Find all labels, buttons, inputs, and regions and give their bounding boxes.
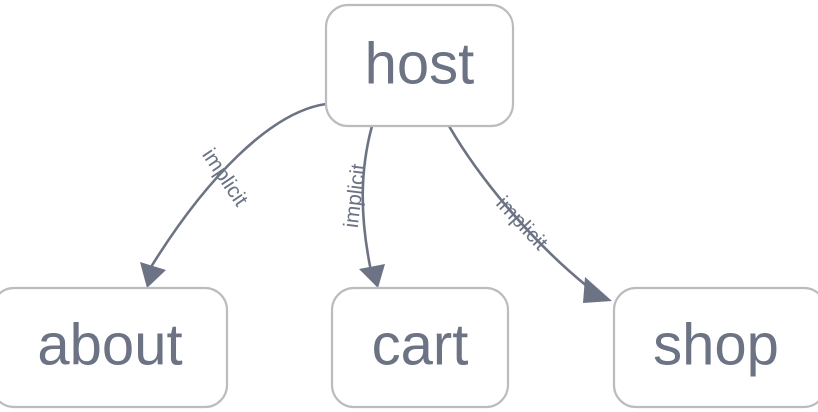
node-shop-box — [612, 286, 818, 409]
node-about[interactable]: about — [0, 286, 229, 409]
node-cart-box — [330, 286, 510, 409]
node-host-label: host — [365, 31, 475, 96]
edge-host-cart-label: implicit — [340, 162, 371, 229]
edge-host-about-path — [149, 102, 328, 269]
edge-host-about[interactable]: implicit — [140, 102, 328, 288]
edge-host-about-arrowhead — [140, 262, 166, 288]
edge-host-cart[interactable]: implicit — [340, 124, 385, 288]
edge-host-shop-arrowhead — [583, 277, 612, 303]
node-about-label: about — [37, 312, 182, 377]
node-shop[interactable]: shop — [612, 286, 818, 409]
edge-host-cart-path — [361, 124, 374, 268]
node-cart-label: cart — [372, 312, 469, 377]
node-about-box — [0, 286, 229, 409]
node-cart[interactable]: cart — [330, 286, 510, 409]
edge-host-about-label: implicit — [197, 144, 252, 210]
edge-host-cart-arrowhead — [359, 264, 385, 288]
node-host-box — [324, 3, 515, 128]
edge-host-shop[interactable]: implicit — [447, 124, 612, 303]
edge-host-shop-label: implicit — [491, 192, 552, 255]
node-host[interactable]: host — [324, 3, 515, 128]
edge-host-shop-path — [447, 124, 590, 289]
node-shop-label: shop — [653, 312, 779, 377]
